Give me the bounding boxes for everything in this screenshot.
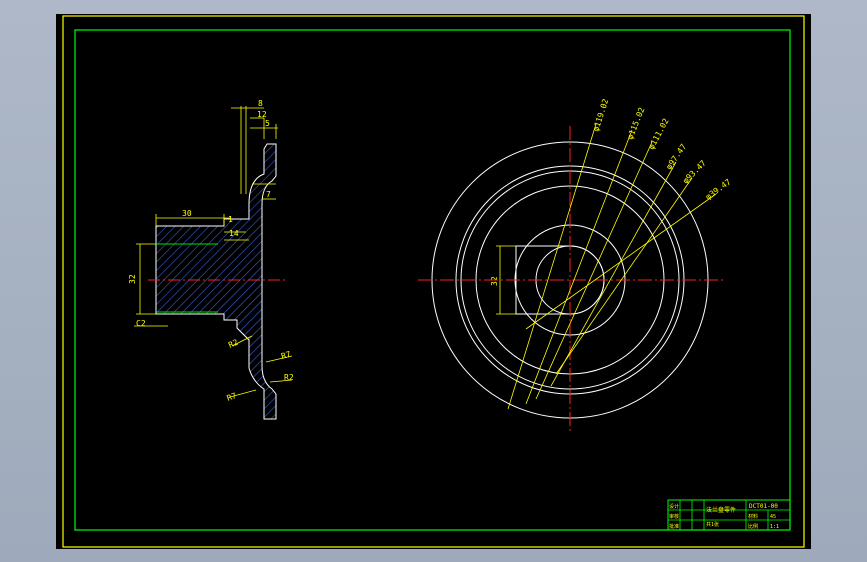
dim-r7-right: R7 (280, 350, 292, 361)
front-view[interactable]: 32 φ119.02 φ115.02 φ111.02 φ97.47 φ93. (418, 98, 733, 434)
dim-r7-left: R7 (226, 391, 238, 403)
dim-d111: φ111.02 (647, 117, 671, 151)
drawing-sheet: 8 12 5 7 30 1 14 32 C2 R2 R7 R2 R7 (56, 14, 811, 549)
dim-1: 1 (228, 215, 233, 224)
dim-r2-right: R2 (284, 373, 294, 382)
title-block[interactable]: 设计 审核 批准 法兰盘零件 DCT01-00 材料 45 比例 1:1 共1张 (667, 499, 791, 531)
tb-designer: 设计 (669, 503, 679, 510)
tb-drawing-name: 法兰盘零件 (706, 506, 736, 514)
tb-approver: 批准 (669, 523, 679, 530)
dim-r2-left: R2 (227, 338, 240, 350)
dim-14: 14 (229, 229, 239, 238)
dim-d119: φ119.02 (591, 98, 610, 133)
tb-code: DCT01-00 (749, 503, 778, 510)
dim-d97: φ97.47 (664, 142, 688, 171)
tb-scale: 1:1 (770, 524, 779, 530)
inner-frame (74, 29, 791, 531)
dim-d115: φ115.02 (626, 106, 647, 141)
outer-frame (62, 15, 805, 548)
dim-7: 7 (266, 190, 271, 199)
tb-checker: 审核 (669, 513, 679, 520)
dim-d93: φ93.47 (681, 158, 708, 185)
section-body (155, 143, 277, 420)
dim-5: 5 (265, 119, 270, 128)
dim-8: 8 (258, 99, 263, 108)
dim-d39: φ39.47 (704, 177, 733, 201)
dim-30: 30 (182, 209, 192, 218)
dim-32-bore: 32 (128, 274, 137, 284)
tb-sheet: 共1张 (706, 521, 719, 528)
tb-material: 45 (770, 514, 776, 520)
dim-32-keyway: 32 (490, 276, 499, 286)
tb-scale-label: 比例 (748, 523, 758, 530)
dim-12: 12 (257, 110, 267, 119)
dim-c2: C2 (136, 319, 146, 328)
tb-material-label: 材料 (748, 513, 758, 520)
keyway-slot (515, 245, 605, 315)
section-view[interactable]: 8 12 5 7 30 1 14 32 C2 R2 R7 R2 R7 (128, 99, 294, 420)
